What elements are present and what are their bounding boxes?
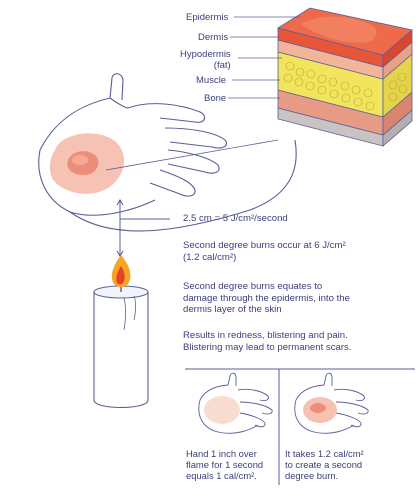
candle — [93, 255, 149, 408]
hand-to-block-leader — [105, 139, 279, 171]
label-bone: Bone — [204, 93, 227, 104]
label-hypodermis: Hypodermis (fat) — [180, 49, 231, 71]
skin-layers-block — [276, 7, 413, 147]
fat-cells — [283, 61, 408, 111]
caption-right: It takes 1.2 cal/cm² to create a second … — [285, 448, 364, 481]
label-leaders — [228, 16, 300, 99]
distance-text: 2.5 cm = 5 J/cm²/second — [183, 213, 288, 224]
distance-arrow — [116, 199, 170, 257]
small-hand-right — [294, 372, 369, 434]
stock-id: 506962686 — [0, 352, 2, 395]
caption-left: Hand 1 inch over flame for 1 second equa… — [186, 448, 264, 481]
damage-text: Second degree burns equates to damage th… — [183, 281, 350, 315]
hand-illustration — [38, 73, 297, 232]
label-epidermis: Epidermis — [186, 12, 229, 23]
effects-text: Results in redness, blistering and pain.… — [183, 330, 352, 353]
threshold-text: Second degree burns occur at 6 J/cm² (1.… — [183, 240, 346, 263]
small-hand-left — [198, 372, 273, 434]
label-dermis: Dermis — [198, 32, 229, 43]
label-muscle: Muscle — [196, 75, 227, 86]
